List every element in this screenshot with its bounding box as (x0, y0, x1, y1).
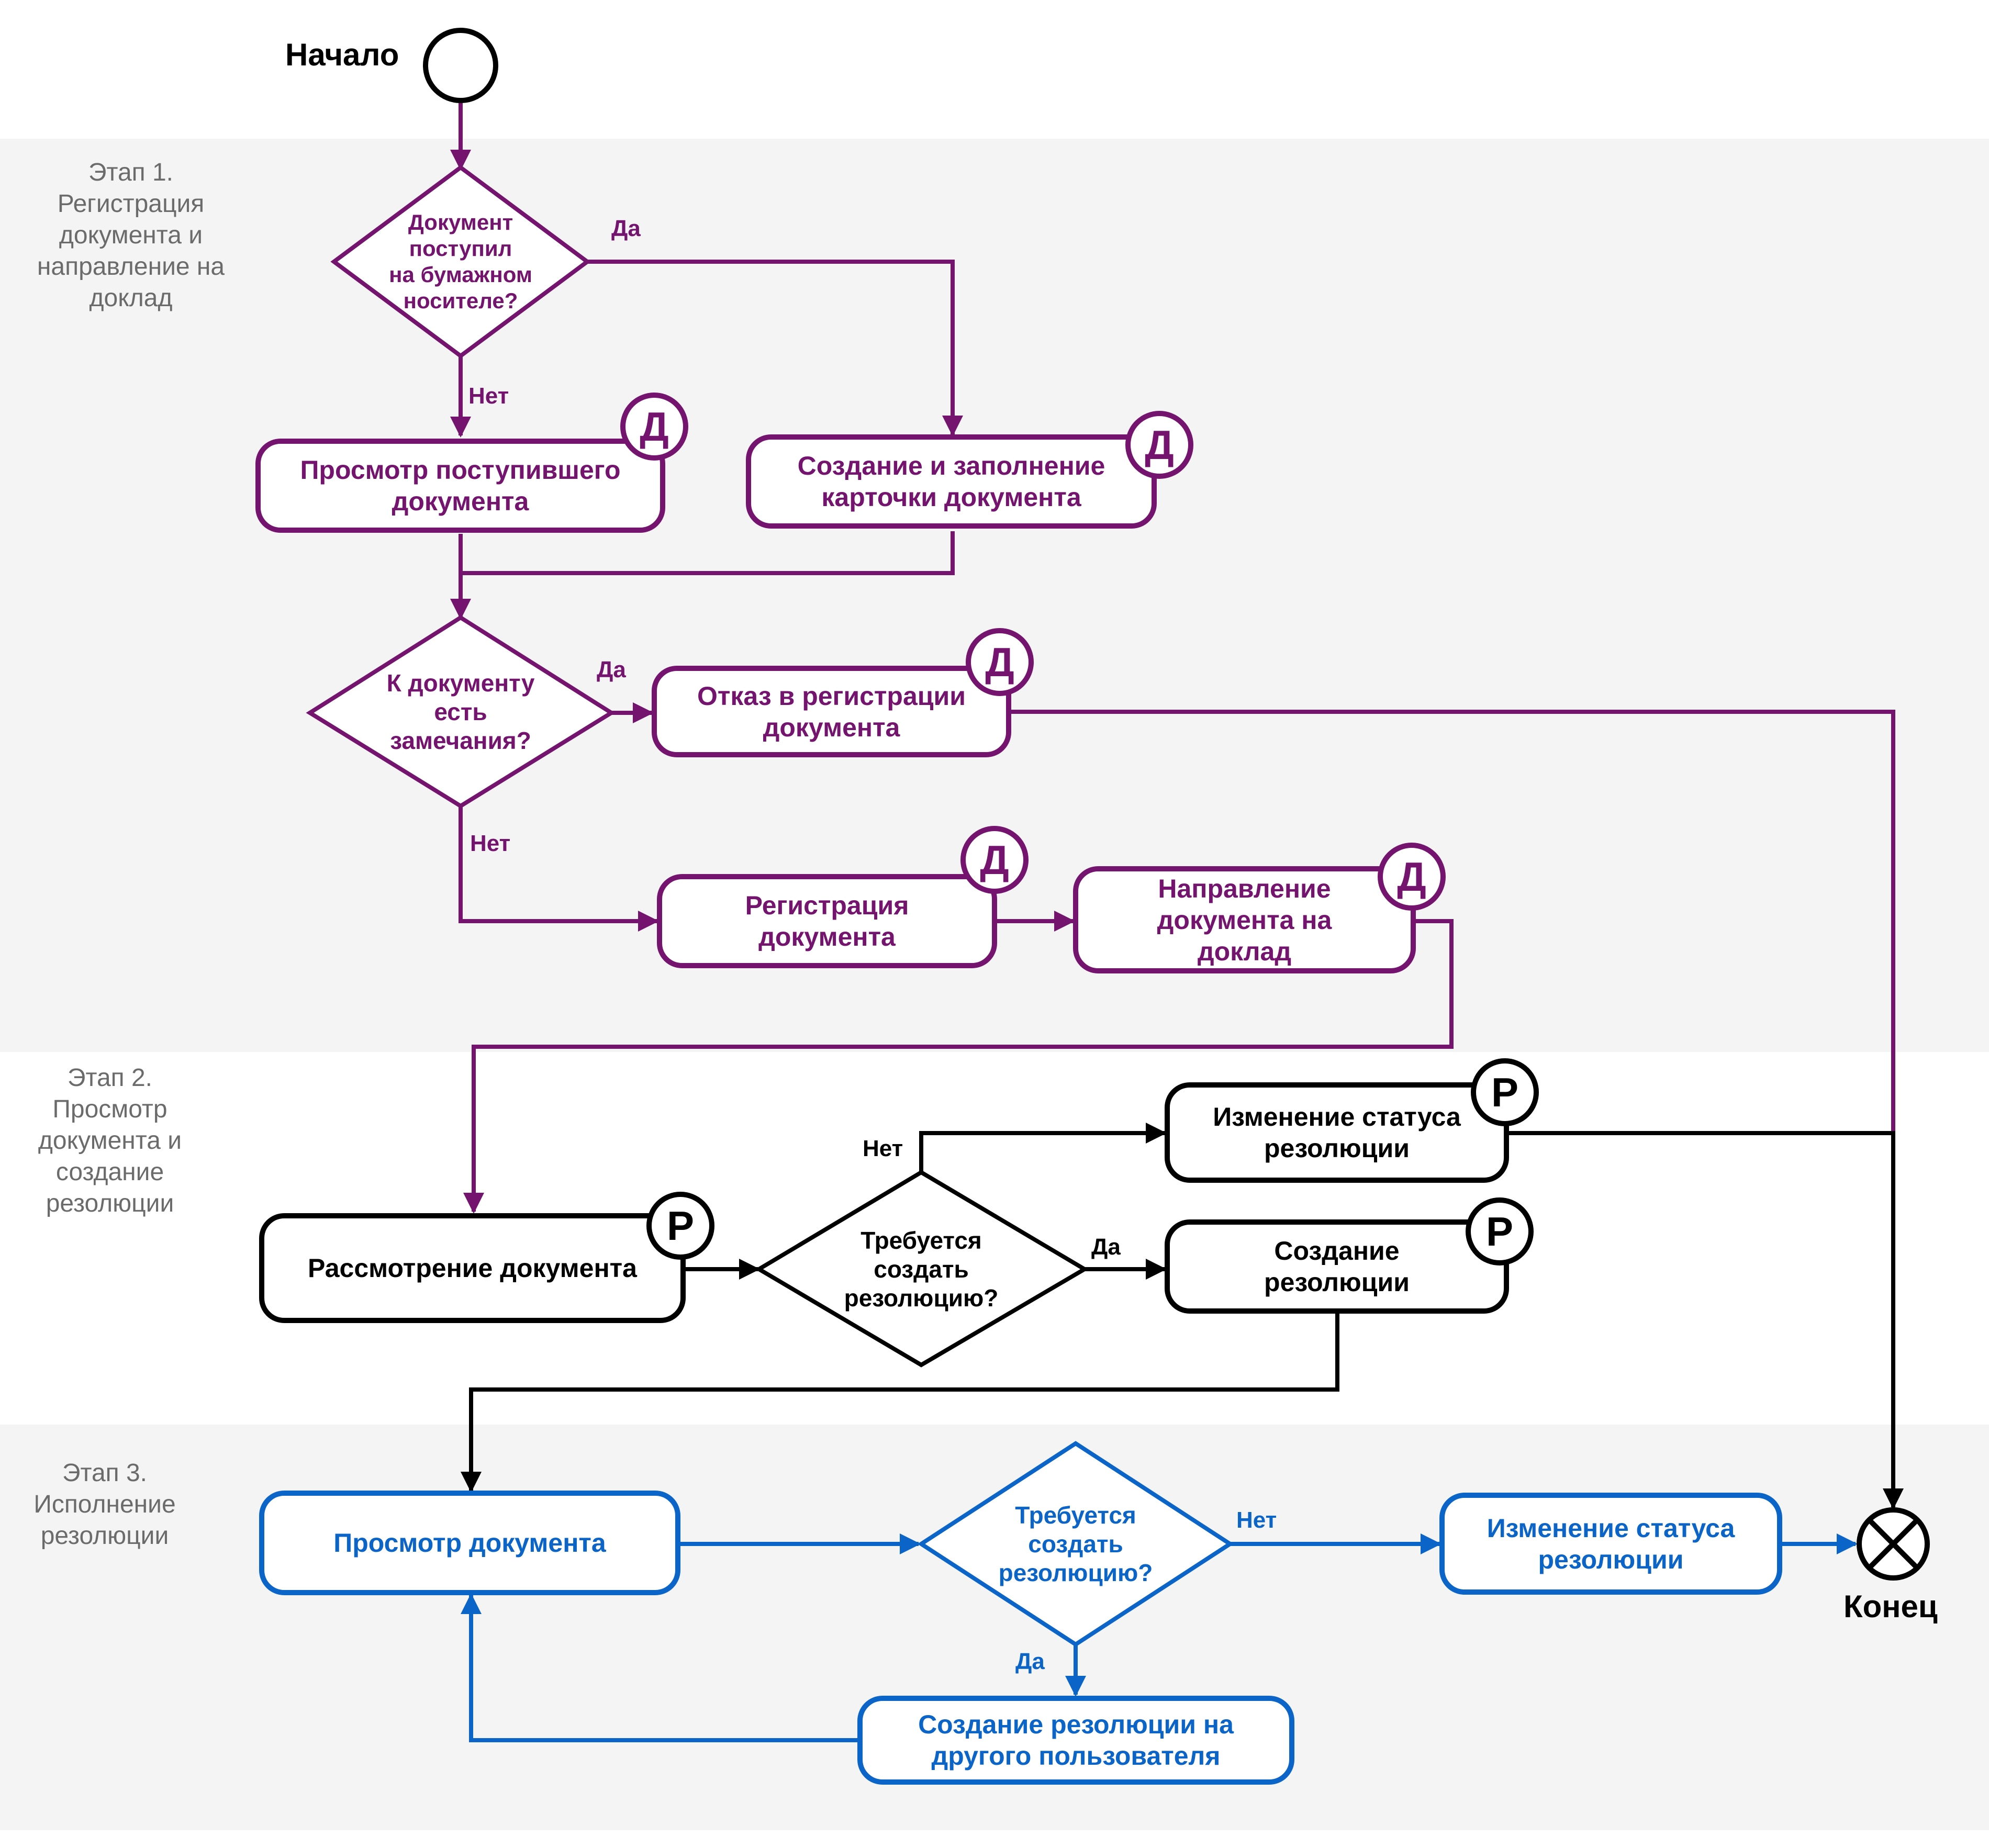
edge-label-need-yes: Да (1091, 1234, 1121, 1260)
stage-1-connectors (306, 103, 1895, 1214)
edge-send-to-review (463, 919, 1454, 1214)
edge-remarks-no (459, 806, 659, 932)
edge-status2-to-end (1509, 1131, 1904, 1509)
stage-1-label: Этап 1. Регистрация документа и направле… (37, 159, 225, 312)
decision-paper-text: Документ поступил на бумажном носителе? (389, 210, 532, 313)
decision-need-resolution-diamond (755, 1170, 1089, 1368)
task-review-document[interactable]: Рассмотрение документа (259, 1213, 686, 1323)
role-badge-delo: Д (1125, 411, 1193, 479)
task-create-resolution[interactable]: Создание резолюции (1165, 1219, 1509, 1314)
edge-label-exec-no: Нет (1236, 1507, 1277, 1533)
stage-3-connectors (461, 1441, 1858, 1742)
task-resolution-other-user[interactable]: Создание резолюции на другого пользовате… (857, 1696, 1294, 1785)
edge-create-card-merge (461, 531, 955, 575)
task-view-document[interactable]: Просмотр документа (259, 1491, 680, 1595)
edge-label-need-no: Нет (863, 1136, 903, 1161)
role-badge-delo: Д (620, 393, 688, 461)
task-reject-registration[interactable]: Отказ в регистрации документа (652, 666, 1011, 757)
decision-exec-text: Требуется создать резолюцию? (998, 1501, 1153, 1586)
edge-need-no (919, 1123, 1167, 1172)
decision-exec-diamond (917, 1441, 1234, 1647)
stage-2-label: Этап 2. Просмотр документа и создание ре… (38, 1064, 182, 1217)
edge-label-paper-yes: Да (611, 216, 641, 241)
start-label: Начало (285, 37, 399, 72)
task-change-resolution-status[interactable]: Изменение статуса резолюции (1165, 1082, 1509, 1183)
edge-reject-to-end (1011, 710, 1895, 1136)
edge-label-exec-yes: Да (1015, 1649, 1045, 1674)
task-create-card[interactable]: Создание и заполнение карточки документа (746, 434, 1157, 529)
decision-paper-diamond (330, 165, 591, 359)
task-send-to-report[interactable]: Направление документа на доклад (1073, 866, 1416, 973)
task-change-resolution-status-exec[interactable]: Изменение статуса резолюции (1439, 1493, 1782, 1595)
decision-remarks-diamond (306, 615, 616, 809)
stage-2-connectors (461, 1123, 1904, 1509)
role-badge-delo: Д (960, 826, 1029, 894)
role-badge-delo: Д (1378, 843, 1446, 911)
start-circle (423, 28, 498, 103)
edge-other-to-view (461, 1593, 857, 1742)
role-badge-rukovoditel: Р (1466, 1197, 1534, 1265)
end-label: Конец (1843, 1589, 1938, 1624)
edge-create-resolution-to-exec (461, 1314, 1339, 1493)
edge-label-remarks-no: Нет (470, 831, 511, 856)
stage-3-label: Этап 3. Исполнение резолюции (33, 1459, 176, 1550)
role-badge-delo: Д (966, 628, 1034, 696)
end-circle (1857, 1507, 1930, 1581)
decision-need-resolution-text: Требуется создать резолюцию? (844, 1226, 999, 1312)
task-register-document[interactable]: Регистрация документа (657, 874, 997, 968)
role-badge-rukovoditel: Р (646, 1192, 714, 1260)
edge-label-remarks-yes: Да (597, 657, 626, 682)
edge-label-paper-no: Нет (468, 383, 509, 409)
role-badge-rukovoditel: Р (1471, 1058, 1539, 1126)
task-view-incoming[interactable]: Просмотр поступившего документа (255, 439, 665, 533)
edge-paper-yes (587, 260, 963, 436)
decision-remarks-text: К документу есть замечания? (386, 669, 535, 754)
